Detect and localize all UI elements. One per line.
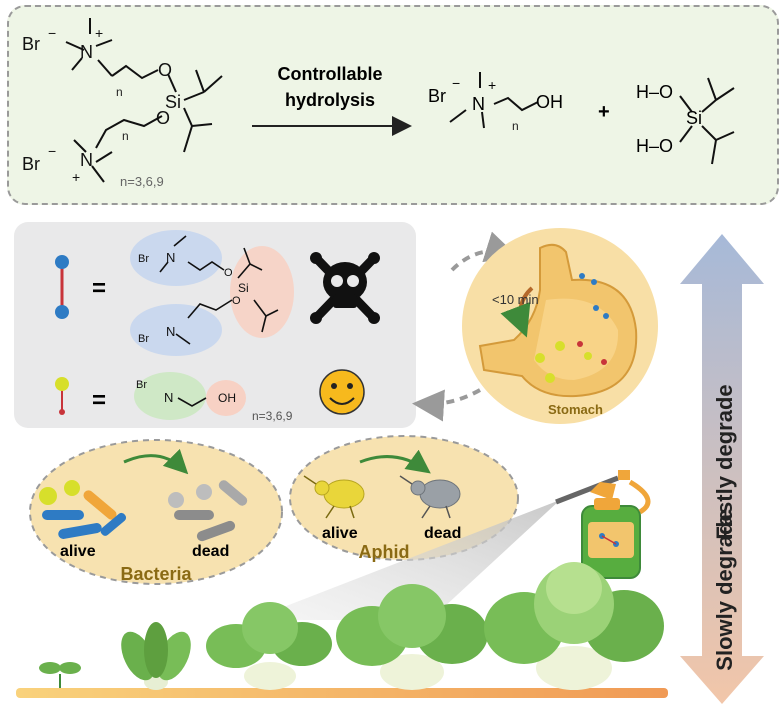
silicon: Si [165, 92, 181, 112]
product-ammonium-alcohol [449, 72, 539, 129]
charge-minus-upper: − [48, 25, 56, 41]
reaction-plus: + [598, 101, 610, 123]
legend-equals-degraded: = [92, 387, 106, 414]
ammonium-highlight-lower [130, 304, 222, 356]
aphid-label: Aphid [359, 542, 410, 562]
seedling-1 [39, 662, 81, 688]
ammonium-highlight-upper [130, 230, 222, 286]
arrow-label-line1: Controllable [277, 64, 382, 84]
nitrogen-lower: N [80, 150, 93, 170]
legend-product-br: Br [136, 379, 147, 391]
legend-intact-bonds [159, 235, 279, 345]
oxygen-upper: O [158, 60, 172, 80]
from-stomach-arrow [412, 388, 481, 422]
silanediol-si: Si [686, 108, 702, 128]
charge-plus-lower: + [72, 169, 80, 185]
legend-n-lower: N [166, 324, 175, 339]
silanol-ho-upper: H–O [636, 82, 673, 102]
nitrogen-upper: N [80, 42, 93, 62]
aphid-dead-label: dead [424, 525, 461, 542]
chain-length-note: n=3,6,9 [120, 174, 164, 189]
degraded-molecule-icon [55, 377, 69, 415]
legend-equals-intact: = [92, 275, 106, 302]
product-charge-minus: − [452, 75, 460, 91]
slow-degrade-label: Slowly degrade [712, 509, 737, 670]
arrow-label-line2: hydrolysis [285, 90, 375, 110]
reactant-molecule [65, 18, 223, 183]
legend-o-upper: O [224, 267, 233, 279]
stomach-time-label: <10 min [492, 292, 539, 307]
br-ion-lower: Br [22, 154, 40, 174]
seedling-2 [121, 622, 191, 690]
bacteria-alive-cluster [39, 480, 127, 539]
aphid-oval [289, 435, 519, 561]
oxygen-lower: O [156, 108, 170, 128]
cabbage-plant-5 [484, 562, 664, 690]
br-ion-upper: Br [22, 34, 40, 54]
hydroxyl-highlight [206, 380, 246, 416]
product-hydroxyl: OH [536, 92, 563, 112]
legend-chain-length: n=3,6,9 [252, 409, 293, 423]
sprayer-icon [555, 470, 651, 579]
charge-minus-lower: − [48, 143, 56, 159]
product-br-ion: Br [428, 86, 446, 106]
bacteria-kill-arrow [123, 448, 189, 475]
product-subscript-n: n [512, 119, 519, 133]
product-charge-plus: + [488, 77, 496, 93]
reaction-panel [7, 5, 779, 205]
product-silanediol [679, 77, 735, 165]
degrade-double-arrow [680, 234, 764, 704]
aphid-dead-icon [399, 475, 461, 519]
aphid-alive-icon [303, 475, 365, 519]
legend-product-n: N [164, 390, 173, 405]
reactant-labels: Br − N + n O Si O n Br − N + n=3,6,9 [22, 25, 181, 189]
legend-product-oh: OH [218, 391, 236, 405]
aphid-alive-label: alive [322, 525, 358, 542]
cabbage-plant-3 [206, 602, 332, 690]
subscript-n-upper: n [116, 85, 123, 99]
bacteria-label: Bacteria [120, 564, 192, 584]
legend-o-lower: O [232, 295, 241, 307]
bacteria-dead-cluster [168, 480, 248, 542]
silanol-ho-lower: H–O [636, 136, 673, 156]
subscript-n-lower: n [122, 129, 129, 143]
fast-degrade-label: Fastly degrade [712, 384, 737, 539]
product-nitrogen: N [472, 94, 485, 114]
cabbage-plant-4 [336, 584, 488, 690]
bacteria-alive-label: alive [60, 543, 96, 560]
stomach-label: Stomach [548, 402, 603, 417]
legend-n-upper: N [166, 250, 175, 265]
spray-beam [250, 500, 560, 620]
legend-br-upper: Br [138, 253, 149, 265]
aphid-kill-arrow [359, 449, 431, 474]
skull-icon [310, 252, 380, 324]
charge-plus-upper: + [95, 25, 103, 41]
bacteria-dead-label: dead [192, 543, 229, 560]
legend-product-chain [177, 397, 207, 407]
stomach-illustration [478, 243, 638, 398]
bacteria-oval [29, 439, 283, 585]
ammonium-highlight-product [134, 372, 206, 420]
intact-molecule-icon [55, 255, 69, 319]
smiley-icon [319, 369, 365, 415]
ground-strip [16, 688, 668, 698]
legend-si: Si [238, 281, 249, 295]
legend-br-lower: Br [138, 333, 149, 345]
